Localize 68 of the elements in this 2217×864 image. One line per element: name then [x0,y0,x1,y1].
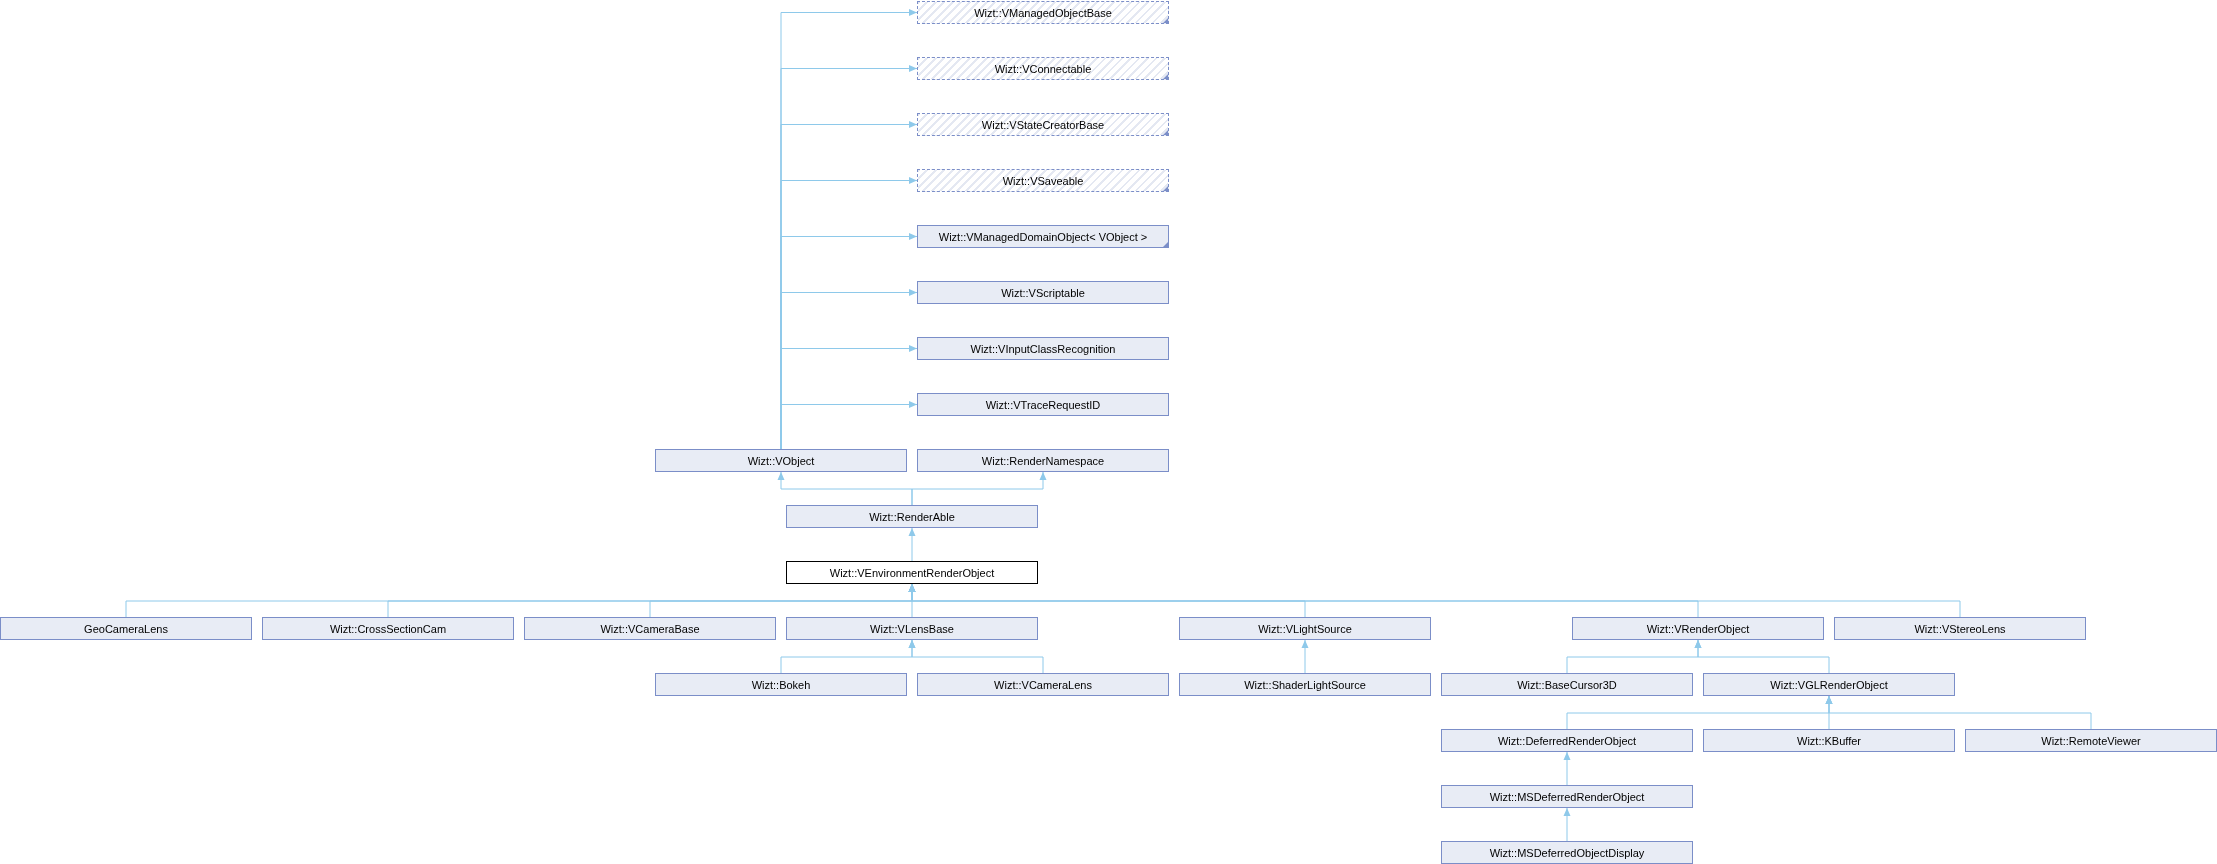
class-box [786,505,1038,528]
class-box [917,225,1169,248]
class-box [786,617,1038,640]
class-name: Wizt::VCameraLens [994,678,1092,691]
class-box [917,169,1169,192]
inheritance-arrow [1694,639,1830,674]
class-name: Wizt::KBuffer [1797,734,1861,747]
class-name: Wizt::VTraceRequestID [985,398,1101,411]
class-box [0,617,252,640]
class-box [1441,841,1693,864]
class-box [917,57,1169,80]
class-name: Wizt::VEnvironmentRenderObject [829,566,995,579]
inheritance-arrow [1301,639,1309,674]
class-box [917,673,1169,696]
inheritance-arrow [780,401,918,450]
class-name: Wizt::RemoteViewer [2041,734,2141,747]
inheritance-arrow [911,471,1047,506]
class-box [1703,729,1955,752]
class-name: Wizt::MSDeferredObjectDisplay [1489,846,1645,859]
class-box [917,113,1169,136]
class-box [262,617,514,640]
class-name: Wizt::RenderNamespace [981,454,1105,467]
class-box [655,673,907,696]
class-box [917,1,1169,24]
class-name: Wizt::VLensBase [870,622,954,635]
inheritance-arrow [1563,807,1571,842]
class-name: Wizt::VRenderObject [1646,622,1750,635]
class-name: Wizt::BaseCursor3D [1517,678,1617,691]
class-box [1441,729,1693,752]
class-box [1703,673,1955,696]
class-name: Wizt::Bokeh [751,678,811,691]
class-box [786,561,1038,584]
class-box [1834,617,2086,640]
class-name: Wizt::VStereoLens [1914,622,2006,635]
inheritance-arrow [908,527,916,562]
class-name: Wizt::VManagedDomainObject< VObject > [938,230,1148,243]
class-box [917,393,1169,416]
class-box [655,449,907,472]
class-name: Wizt::RenderAble [869,510,955,523]
class-box [1179,617,1431,640]
class-name: Wizt::VGLRenderObject [1770,678,1888,691]
class-box [1572,617,1824,640]
class-name: Wizt::CrossSectionCam [329,622,447,635]
class-box [917,281,1169,304]
class-box [1965,729,2217,752]
class-box [917,449,1169,472]
class-box [524,617,776,640]
class-box [1441,673,1693,696]
class-name: Wizt::VStateCreatorBase [981,118,1105,131]
class-name: GeoCameraLens [84,622,168,635]
inheritance-arrow [1825,695,2092,730]
inheritance-arrow [908,583,1961,618]
class-name: Wizt::VObject [747,454,815,467]
inheritance-arrow [1563,751,1571,786]
class-name: Wizt::MSDeferredRenderObject [1489,790,1645,803]
class-name: Wizt::VSaveable [1002,174,1084,187]
inheritance-arrow [908,639,1044,674]
class-box [917,337,1169,360]
class-name: Wizt::DeferredRenderObject [1497,734,1637,747]
class-name: Wizt::ShaderLightSource [1244,678,1366,691]
class-name: Wizt::VCameraBase [600,622,700,635]
class-name: Wizt::VLightSource [1258,622,1352,635]
class-box [1441,785,1693,808]
class-name: Wizt::VInputClassRecognition [970,342,1116,355]
class-name: Wizt::VScriptable [1001,286,1085,299]
class-box [1179,673,1431,696]
class-name: Wizt::VManagedObjectBase [974,6,1112,19]
class-name: Wizt::VConnectable [994,62,1092,75]
